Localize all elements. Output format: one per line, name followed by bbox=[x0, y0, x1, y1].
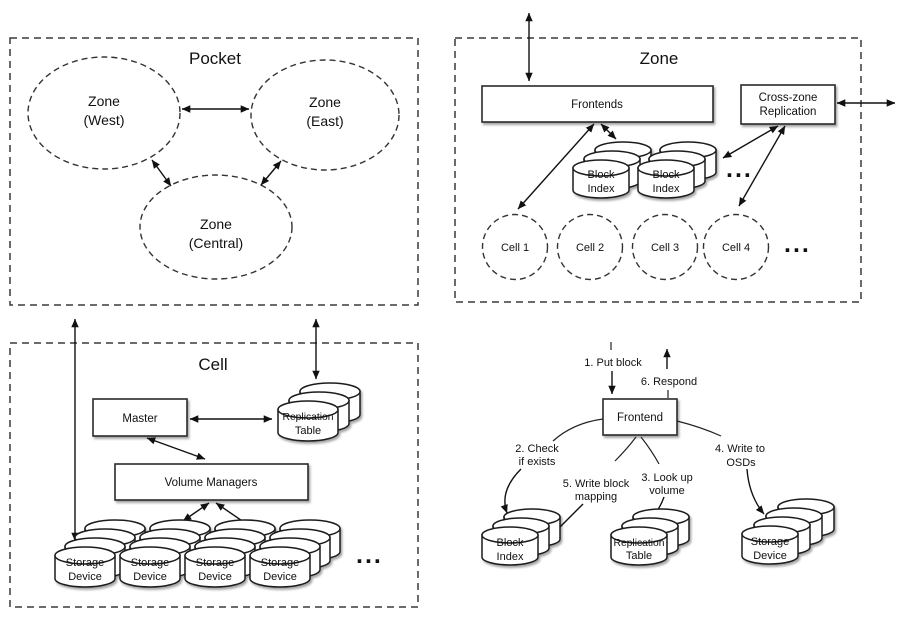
flow-block-index-stack: Block Index bbox=[481, 508, 561, 566]
step5-write-mapping-label-line1: 5. Write block bbox=[563, 478, 630, 490]
storage-device-label-line2: Device bbox=[263, 571, 297, 583]
zone-central-ellipse bbox=[139, 174, 293, 280]
cell-panel: Cell Master Replication Table Volume Man… bbox=[9, 318, 419, 608]
storage-device-label-line2: Device bbox=[68, 571, 102, 583]
zone-title: Zone bbox=[640, 49, 679, 68]
pocket-panel: Pocket Zone (West) Zone (East) Zone (Cen… bbox=[9, 37, 419, 306]
block-index-stack-2: Block Index bbox=[637, 141, 717, 199]
put-block-flow: 1. Put block 6. Respond Frontend 2. Chec… bbox=[481, 342, 835, 566]
cross-zone-label-line1: Cross-zone bbox=[759, 92, 818, 104]
cell4-label: Cell 4 bbox=[722, 242, 750, 254]
storage-device-label-line2: Device bbox=[133, 571, 167, 583]
cell2-circle bbox=[556, 213, 624, 281]
storage-device-stack-4: Storage Device bbox=[249, 519, 341, 588]
flow-replication-table-stack: Replication Table bbox=[610, 508, 690, 566]
volume-managers-label: Volume Managers bbox=[165, 477, 258, 489]
replication-table-stack: Replication Table bbox=[277, 382, 361, 442]
zone-east-label-line2: (East) bbox=[306, 113, 343, 129]
cell3-circle bbox=[631, 213, 699, 281]
more-storage-ellipsis: ... bbox=[356, 541, 383, 569]
arrow-frontends-blockindex bbox=[600, 123, 617, 140]
connector-frontend-writemapping bbox=[614, 436, 637, 462]
step5-write-mapping-label-line2: mapping bbox=[575, 491, 617, 503]
cell2-label: Cell 2 bbox=[576, 242, 604, 254]
arrow-check-into-blockindex bbox=[500, 468, 522, 514]
arrow-volumemanagers-storage-left bbox=[182, 502, 210, 522]
zone-west-ellipse bbox=[27, 56, 181, 170]
pocket-border bbox=[9, 37, 419, 306]
storage-device-label-line2: Device bbox=[753, 550, 787, 562]
zone-central-label-line1: Zone bbox=[200, 216, 232, 232]
zone-east-ellipse bbox=[250, 59, 400, 171]
arrow-master-volumemanagers bbox=[146, 437, 206, 460]
replication-table-label-line1: Replication bbox=[283, 412, 334, 423]
block-index-stack-1: Block Index bbox=[572, 141, 652, 199]
step2-check-label-line1: 2. Check bbox=[515, 443, 559, 455]
replication-table-label-line2: Table bbox=[295, 425, 321, 437]
cell-title: Cell bbox=[198, 355, 227, 374]
arrow-crosszone-cell4 bbox=[738, 125, 786, 207]
frontend-box bbox=[602, 398, 678, 436]
master-box bbox=[92, 398, 188, 437]
block-index-label-line1: Block bbox=[653, 169, 680, 181]
storage-device-label-line1: Storage bbox=[131, 557, 170, 569]
arrow-writeosds-into-storage bbox=[746, 468, 765, 515]
block-index-label-line2: Index bbox=[497, 551, 524, 563]
zone-west-label-line1: Zone bbox=[88, 93, 120, 109]
step4-write-osds-label-line2: OSDs bbox=[726, 457, 756, 469]
cell1-circle bbox=[481, 213, 549, 281]
block-index-label-line1: Block bbox=[588, 169, 615, 181]
volume-managers-box bbox=[114, 463, 309, 501]
connector-frontend-check bbox=[552, 418, 604, 442]
more-block-index-ellipsis: ... bbox=[726, 155, 753, 183]
cell-border bbox=[9, 342, 419, 608]
block-index-label-line2: Index bbox=[653, 183, 680, 195]
storage-device-label-line1: Storage bbox=[751, 536, 790, 548]
step4-write-osds-label-line1: 4. Write to bbox=[715, 443, 765, 455]
zone-central-label-line2: (Central) bbox=[189, 235, 243, 251]
storage-device-label-line1: Storage bbox=[66, 557, 105, 569]
pocket-title: Pocket bbox=[189, 49, 241, 68]
cross-zone-replication-box bbox=[740, 84, 836, 125]
zone-west-label-line2: (West) bbox=[84, 112, 125, 128]
storage-device-stack-1: Storage Device bbox=[54, 519, 146, 588]
step2-check-label-line2: if exists bbox=[519, 456, 556, 468]
zone-panel: Zone Frontends Cross-zone Replication Bl… bbox=[454, 12, 896, 303]
arrow-east-central bbox=[260, 160, 282, 186]
connector-frontend-writeosds bbox=[676, 420, 722, 437]
step3-lookup-label-line1: 3. Look up bbox=[641, 472, 692, 484]
arrow-frontends-cell1 bbox=[517, 123, 595, 210]
frontends-box bbox=[481, 85, 714, 123]
frontends-label: Frontends bbox=[571, 99, 623, 111]
arrow-west-central bbox=[151, 159, 172, 187]
storage-device-stack-2: Storage Device bbox=[119, 519, 211, 588]
zone-east-label-line1: Zone bbox=[309, 94, 341, 110]
cell1-label: Cell 1 bbox=[501, 242, 529, 254]
connector-frontend-lookup bbox=[640, 436, 660, 465]
block-index-label-line1: Block bbox=[497, 537, 524, 549]
cross-zone-label-line2: Replication bbox=[760, 106, 817, 118]
cell3-label: Cell 3 bbox=[651, 242, 679, 254]
frontend-label: Frontend bbox=[617, 412, 663, 424]
flow-storage-device-stack: Storage Device bbox=[741, 498, 835, 565]
more-cells-ellipsis: ... bbox=[784, 230, 811, 258]
replication-table-label-line2: Table bbox=[626, 550, 652, 562]
master-label: Master bbox=[122, 413, 157, 425]
cell4-circle bbox=[702, 213, 770, 281]
storage-device-label-line1: Storage bbox=[196, 557, 235, 569]
step1-put-block-label: 1. Put block bbox=[584, 357, 642, 369]
block-index-label-line2: Index bbox=[588, 183, 615, 195]
storage-device-label-line1: Storage bbox=[261, 557, 300, 569]
step3-lookup-label-line2: volume bbox=[649, 485, 684, 497]
step6-respond-label: 6. Respond bbox=[641, 376, 697, 388]
storage-device-stack-3: Storage Device bbox=[184, 519, 276, 588]
storage-device-label-line2: Device bbox=[198, 571, 232, 583]
replication-table-label-line1: Replication bbox=[614, 538, 665, 549]
